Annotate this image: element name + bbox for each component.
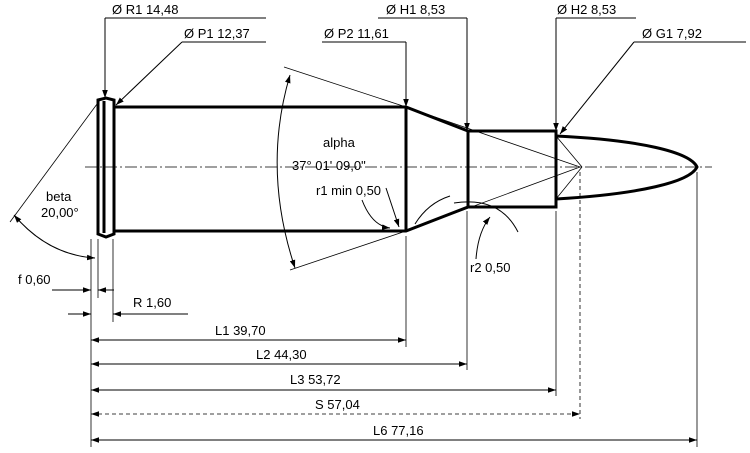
label-r2: r2 0,50 xyxy=(470,260,510,275)
label-L1: L1 39,70 xyxy=(215,323,266,338)
label-alpha-value: 37° 01' 09,0" xyxy=(292,158,366,173)
label-g1: Ø G1 7,92 xyxy=(642,26,702,41)
alpha-arc xyxy=(276,74,296,269)
label-L6: L6 77,16 xyxy=(373,423,424,438)
cartridge-outline xyxy=(96,96,699,239)
label-beta: beta xyxy=(46,189,72,204)
label-alpha: alpha xyxy=(323,135,356,150)
beta-arc xyxy=(13,214,96,261)
label-r1: Ø R1 14,48 xyxy=(112,2,179,17)
label-beta-value: 20,00° xyxy=(41,205,79,220)
label-r1-min: r1 min 0,50 xyxy=(316,183,381,198)
label-f: f 0,60 xyxy=(18,272,51,287)
label-p1: Ø P1 12,37 xyxy=(184,26,250,41)
label-p2: Ø P2 11,61 xyxy=(324,26,389,41)
label-h1: Ø H1 8,53 xyxy=(386,2,445,17)
label-L2: L2 44,30 xyxy=(256,347,307,362)
label-L3: L3 53,72 xyxy=(290,372,341,387)
label-S: S 57,04 xyxy=(315,397,360,412)
rim xyxy=(96,96,116,239)
label-R: R 1,60 xyxy=(133,295,171,310)
bullet xyxy=(555,134,699,201)
label-h2: Ø H2 8,53 xyxy=(557,2,616,17)
